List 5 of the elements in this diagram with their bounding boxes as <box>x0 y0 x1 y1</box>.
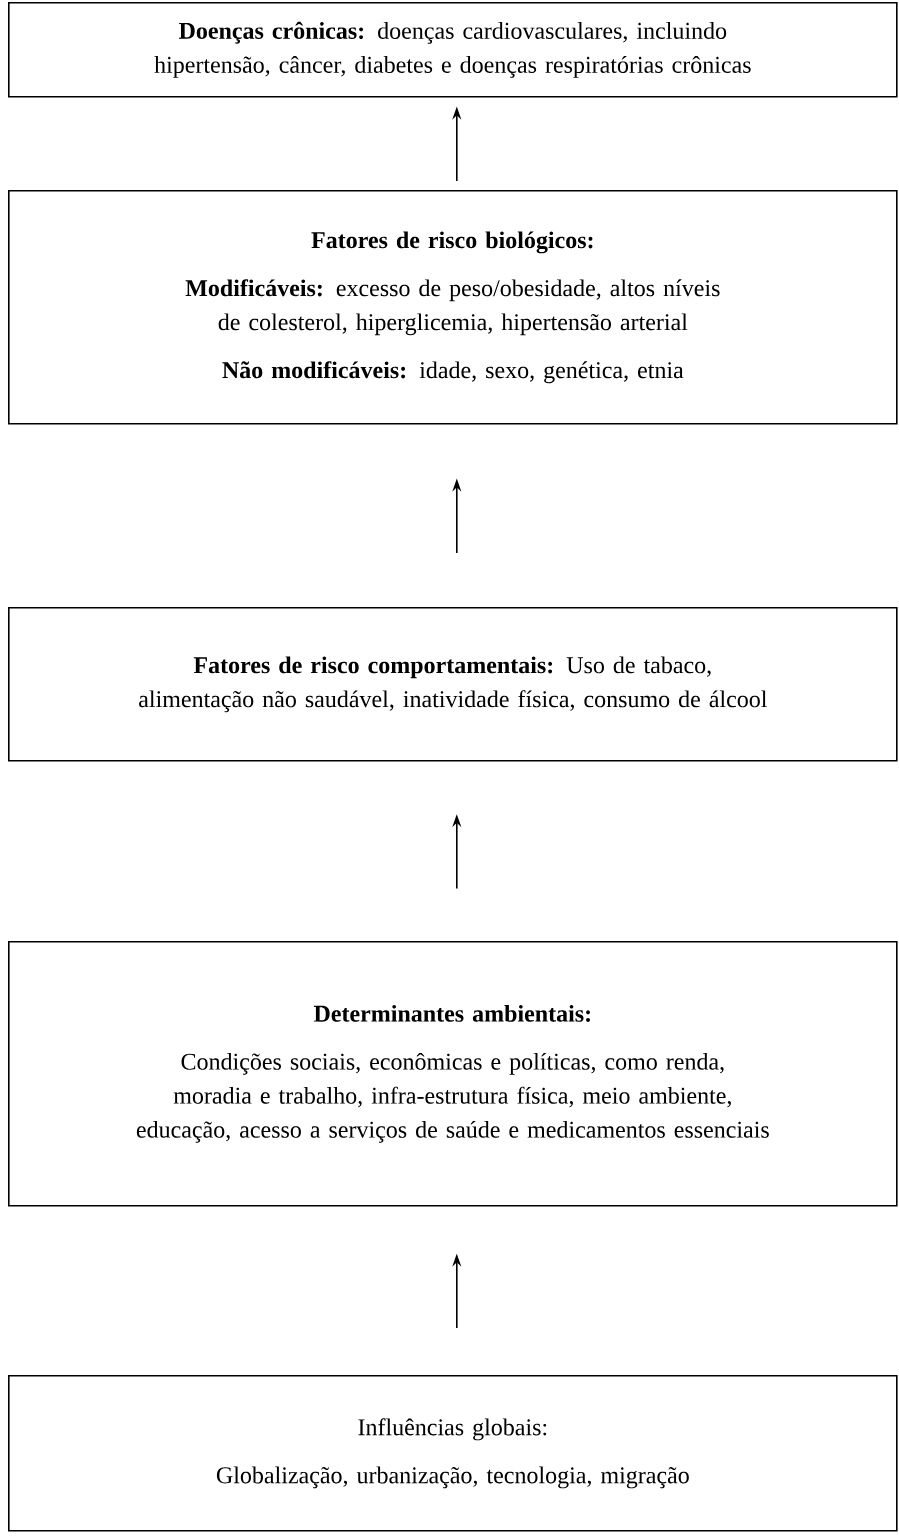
text-box: Fatores de risco comportamentais: Uso de tabaco, alimentação não saudável, inatividade física, consumo de álcool <box>8 607 898 762</box>
text-box: Doenças crônicas: doenças cardiovasculares, incluindo hipertensão, câncer, diabetes e doenças respiratórias crônicas <box>8 2 898 98</box>
text-box: Determinantes ambientais: Condições sociais, econômicas e políticas, como renda, moradia e trabalho, infra-estrutura física, meio ambiente, educação, acesso a serviços de saúde e medicamentos essenciais <box>8 941 898 1207</box>
text-box: Fatores de risco biológicos: Modificáveis: excesso de peso/obesidade, altos níveis de colesterol, hiperglicemia, hipertensão arterial Não modificáveis: idade, sexo, genética, etnia <box>8 190 898 425</box>
text-box: Influências globais: Globalização, urbanização, tecnologia, migração <box>8 1375 898 1532</box>
